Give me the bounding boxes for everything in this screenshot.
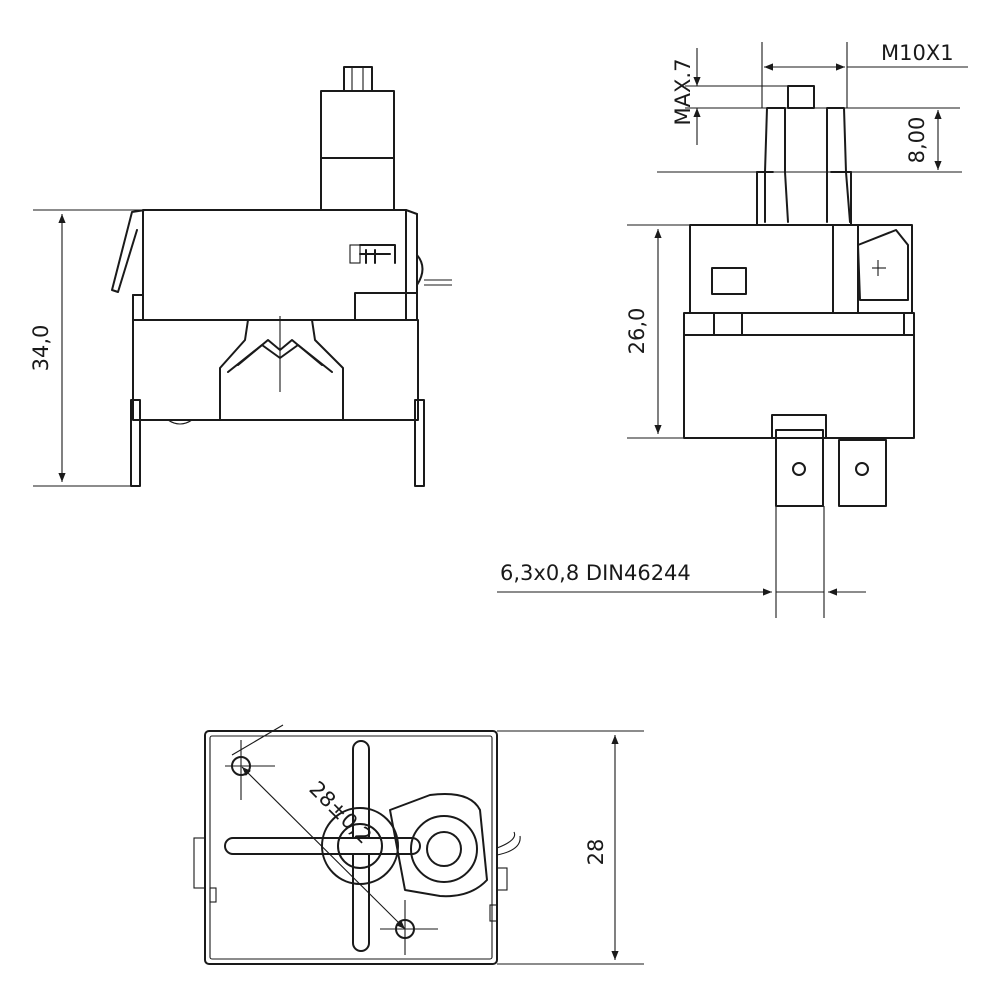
bottom-view: 28±0,2 bbox=[193, 724, 521, 965]
side-view bbox=[683, 85, 915, 507]
dimension-28: 28 bbox=[497, 730, 644, 965]
thread-label: M10X1 bbox=[881, 41, 954, 65]
dimension-26: 26,0 bbox=[625, 224, 690, 439]
dimension-mmax7: MAX.7 bbox=[671, 48, 960, 145]
dimension-terminal: 6,3x0,8 DIN46244 bbox=[497, 506, 866, 618]
dimension-28-label: 28 bbox=[584, 839, 608, 866]
dimension-34: 34,0 bbox=[29, 209, 143, 487]
terminal-label: 6,3x0,8 DIN46244 bbox=[500, 561, 691, 585]
dimension-34-label: 34,0 bbox=[29, 325, 53, 372]
front-view bbox=[111, 66, 452, 487]
dimension-max7-label: MAX.7 bbox=[671, 59, 695, 126]
dimension-8-label: 8,00 bbox=[905, 117, 929, 164]
dimension-8: 8,00 bbox=[657, 110, 962, 173]
dimension-m10x1: M10X1 bbox=[761, 41, 968, 108]
dimension-26-label: 26,0 bbox=[625, 308, 649, 355]
